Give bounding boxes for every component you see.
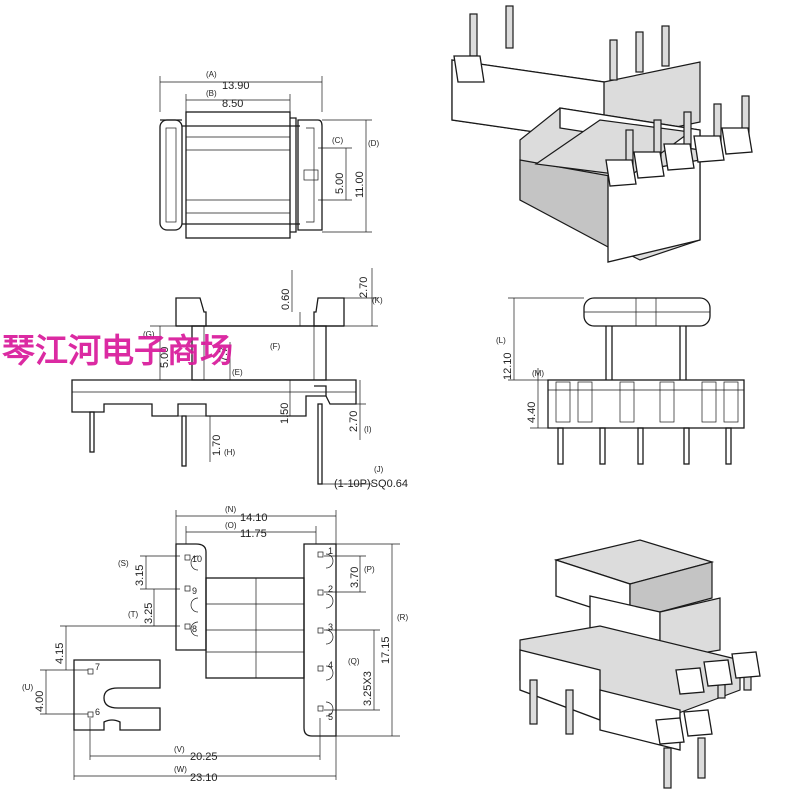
dim-m-value: 4.40 (526, 402, 538, 423)
dim-b-ref: (B) (206, 89, 217, 98)
dim-d-ref: (D) (368, 139, 379, 148)
dim-o-ref: (O) (225, 521, 237, 530)
pin-label-3: 3 (328, 622, 333, 632)
pin-label-10: 10 (192, 554, 202, 564)
dim-r-ref: (R) (397, 613, 408, 622)
pin-spec-ref: (J) (374, 465, 384, 474)
dim-p-ref: (P) (364, 565, 375, 574)
dim-h-value: 1.70 (211, 435, 223, 456)
side-view: 2.70 (K) 0.60 (F) (G) 5.00 7.7 (E) 1.50 … (71, 268, 408, 490)
dim-u-ref: (U) (22, 683, 33, 692)
dim-s-value: 3.15 (134, 565, 146, 586)
dim-q-value: 3.25X3 (362, 671, 374, 706)
dim-i-value: 2.70 (348, 411, 360, 432)
dim-f-ref: (F) (270, 342, 281, 351)
dim-p-value: 3.70 (349, 567, 361, 588)
pin-label-8: 8 (192, 624, 197, 634)
bottom-view: 10 9 8 7 6 1 2 3 4 5 (22, 505, 408, 784)
dim-v-value: 20.25 (190, 751, 218, 763)
dim-m-ref: (M) (532, 369, 544, 378)
dim-i-ref: (I) (364, 425, 372, 434)
top-view: (A) 13.90 (B) 8.50 (C) 5.00 (D) 11.00 (159, 70, 379, 239)
dim-b-value: 8.50 (222, 98, 243, 110)
dim-n-value: 14.10 (240, 512, 268, 524)
dim-t-ref: (T) (128, 610, 139, 619)
dim-w-value: 23.10 (190, 772, 218, 784)
dim-k-value: 2.70 (358, 277, 370, 298)
dim-r-value: 17.15 (380, 636, 392, 664)
isometric-view-top (451, 5, 753, 263)
dim-n-ref: (N) (225, 505, 236, 514)
dim-a-value: 13.90 (222, 80, 250, 92)
dim-c-ref: (C) (332, 136, 343, 145)
dim-l-ref: (L) (496, 336, 506, 345)
dim-s-ref: (S) (118, 559, 129, 568)
pin-label-1: 1 (328, 546, 333, 556)
dim-k-ref: (K) (372, 296, 383, 305)
dim-h-ref: (H) (224, 448, 235, 457)
pin-label-9: 9 (192, 586, 197, 596)
pin-label-4: 4 (328, 660, 333, 670)
dim-q-ref: (Q) (348, 657, 360, 666)
dim-e-value: 7.7 (218, 347, 230, 362)
dim-u-value: 4.00 (34, 691, 46, 712)
dim-v-ref: (V) (174, 745, 185, 754)
dim-o-value: 11.75 (240, 528, 267, 540)
dim-a-ref: (A) (206, 70, 217, 79)
pin-label-6: 6 (95, 707, 100, 717)
dim-e-ref: (E) (232, 368, 243, 377)
end-view: (L) 12.10 (M) 4.40 (496, 297, 745, 465)
dim-pitch-value: 1.50 (279, 403, 291, 424)
dim-d-value: 11.00 (354, 171, 366, 198)
dim-g-ref: (G) (143, 330, 155, 339)
dim-w-ref: (W) (174, 765, 187, 774)
watermark: 琴江河电子商场 (2, 331, 233, 370)
dim-f-value: 0.60 (280, 289, 292, 310)
dim-l-value: 12.10 (502, 352, 514, 380)
dim-g-value: 5.00 (159, 347, 171, 368)
pin-label-2: 2 (328, 584, 333, 594)
dim-4-15-value: 4.15 (54, 643, 66, 664)
pin-label-5: 5 (328, 712, 333, 722)
isometric-view-bottom (519, 539, 761, 789)
pin-spec: (1-10P)SQ0.64 (334, 478, 408, 490)
pin-label-7: 7 (95, 662, 100, 672)
dim-t-value: 3.25 (143, 603, 155, 624)
dim-c-value: 5.00 (334, 173, 346, 194)
